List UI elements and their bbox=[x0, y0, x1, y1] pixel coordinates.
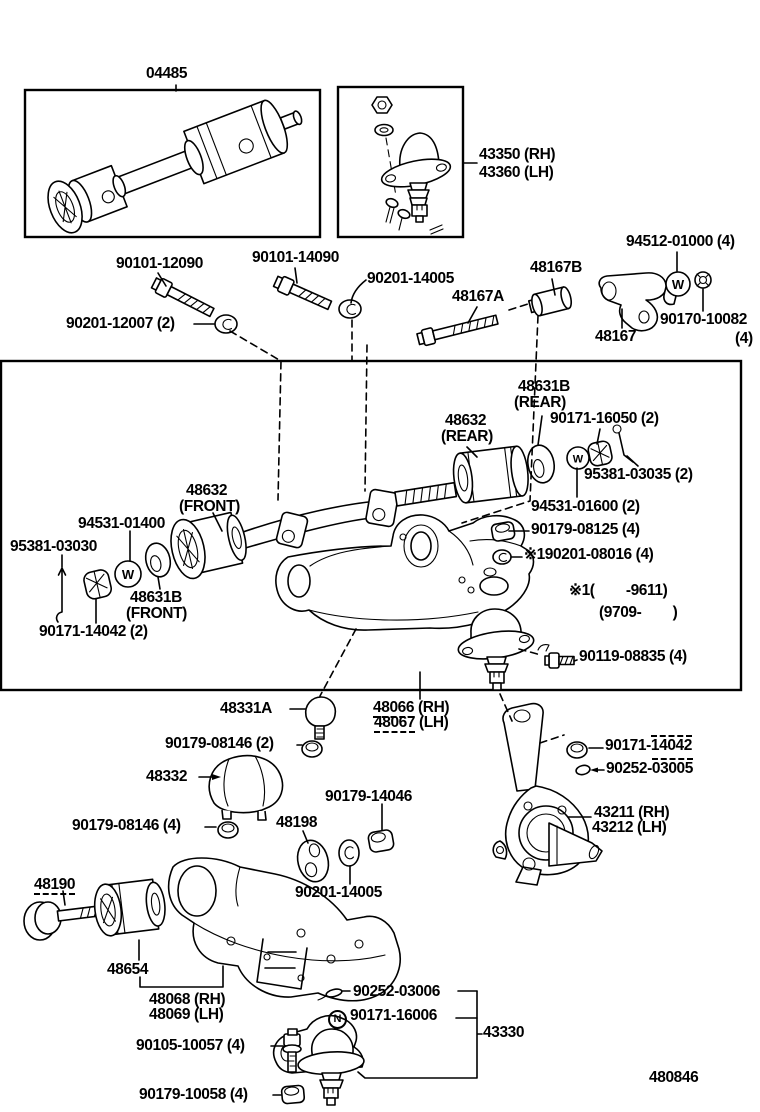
part-label-48167a[interactable]: 48167A bbox=[452, 288, 504, 305]
part-label-90252-03006[interactable]: 90252-03006 bbox=[353, 983, 440, 1000]
part-label-90170-10082-qty[interactable]: (4) bbox=[735, 330, 753, 347]
part-label-48331a[interactable]: 48331A bbox=[220, 700, 272, 717]
part-label-90179-10058[interactable]: 90179-10058 (4) bbox=[139, 1086, 248, 1103]
part-label-90201-14005-lower[interactable]: 90201-14005 bbox=[295, 884, 382, 901]
w-washer-mark: W bbox=[573, 454, 584, 466]
part-label-43211-rh[interactable]: 43211 (RH) bbox=[594, 804, 670, 821]
part-label-48167b[interactable]: 48167B bbox=[530, 259, 582, 276]
n-mark: N bbox=[328, 1010, 347, 1029]
part-label-48632-front-note: (FRONT) bbox=[179, 498, 240, 515]
part-label-48631b-front[interactable]: 48631B bbox=[130, 589, 182, 606]
part-label-43350-rh[interactable]: 43350 (RH) bbox=[479, 146, 556, 163]
part-label-43330[interactable]: 43330 bbox=[483, 1024, 525, 1041]
lower-suspension-art bbox=[23, 696, 603, 1106]
part-label-90171-16050[interactable]: 90171-16050 (2) bbox=[550, 410, 659, 427]
part-label-04485[interactable]: 04485 bbox=[146, 65, 188, 82]
part-label-48632-rear-note: (REAR) bbox=[441, 428, 493, 445]
part-label-94531-01600[interactable]: 94531-01600 (2) bbox=[531, 498, 640, 515]
part-label-90252-03005[interactable]: 90252-03005 bbox=[606, 758, 693, 777]
balljoint-kit-box bbox=[336, 85, 465, 239]
part-label-48067-lh[interactable]: 48067 (LH) bbox=[374, 714, 449, 733]
part-label-90201-08016[interactable]: ※190201-08016 (4) bbox=[524, 546, 654, 563]
part-label-48631b-rear[interactable]: 48631B bbox=[518, 378, 570, 395]
note-applicability-1: ※1( -9611) bbox=[569, 582, 668, 599]
part-label-90179-08146-4[interactable]: 90179-08146 (4) bbox=[72, 817, 181, 834]
part-label-43360-lh[interactable]: 43360 (LH) bbox=[479, 164, 554, 181]
part-label-48654[interactable]: 48654 bbox=[107, 961, 149, 978]
part-label-90170-10082[interactable]: 90170-10082 bbox=[660, 311, 747, 328]
dashed-alignment-lines bbox=[229, 302, 565, 744]
part-label-48632-front[interactable]: 48632 bbox=[186, 482, 228, 499]
w-washer-mark: W bbox=[672, 277, 685, 292]
part-label-48198[interactable]: 48198 bbox=[276, 814, 318, 831]
balljoint-kit-art bbox=[371, 96, 452, 235]
part-label-94531-01400[interactable]: 94531-01400 bbox=[78, 515, 165, 532]
part-label-90179-08146-2[interactable]: 90179-08146 (2) bbox=[165, 735, 274, 752]
part-label-90179-08125[interactable]: 90179-08125 (4) bbox=[531, 521, 640, 538]
part-label-95381-03035[interactable]: 95381-03035 (2) bbox=[584, 466, 693, 483]
part-label-48068-rh[interactable]: 48068 (RH) bbox=[149, 991, 226, 1008]
part-label-90201-14005-top[interactable]: 90201-14005 bbox=[367, 270, 454, 287]
part-label-90171-14042-2[interactable]: 90171-14042 (2) bbox=[39, 623, 148, 640]
w-washer-mark: W bbox=[122, 567, 135, 582]
part-label-43212-lh[interactable]: 43212 (LH) bbox=[592, 819, 667, 836]
part-label-90101-14090[interactable]: 90101-14090 bbox=[252, 249, 339, 266]
part-label-90101-12090[interactable]: 90101-12090 bbox=[116, 255, 203, 272]
part-label-48069-lh[interactable]: 48069 (LH) bbox=[149, 1006, 224, 1023]
shaft-kit-art bbox=[47, 99, 303, 234]
part-label-48066-rh[interactable]: 48066 (RH) bbox=[373, 699, 450, 718]
part-label-94512-01000[interactable]: 94512-01000 (4) bbox=[626, 233, 735, 250]
part-label-48632-rear[interactable]: 48632 bbox=[445, 412, 487, 429]
top-fasteners-art: W bbox=[150, 271, 712, 347]
part-label-90201-12007[interactable]: 90201-12007 (2) bbox=[66, 315, 175, 332]
part-label-48167[interactable]: 48167 bbox=[595, 328, 637, 345]
figure-code: 480846 bbox=[649, 1069, 699, 1086]
part-label-48332[interactable]: 48332 bbox=[146, 768, 188, 785]
kit-box-04485 bbox=[23, 88, 322, 239]
part-label-90119-08835[interactable]: 90119-08835 (4) bbox=[579, 648, 687, 665]
upper-suspension-art: W W bbox=[55, 424, 634, 691]
part-label-48631b-rear-note: (REAR) bbox=[514, 394, 566, 411]
part-label-90171-14042[interactable]: 90171-14042 bbox=[605, 735, 692, 754]
main-assembly-box bbox=[0, 359, 743, 692]
leader-lines bbox=[61, 84, 704, 1096]
part-label-90179-14046[interactable]: 90179-14046 bbox=[325, 788, 412, 805]
part-label-48631b-front-note: (FRONT) bbox=[126, 605, 187, 622]
note-applicability-2: (9709- ) bbox=[599, 604, 678, 621]
part-label-95381-03030[interactable]: 95381-03030 bbox=[10, 538, 97, 555]
part-label-48190[interactable]: 48190 bbox=[34, 876, 76, 895]
part-label-90105-10057[interactable]: 90105-10057 (4) bbox=[136, 1037, 245, 1054]
